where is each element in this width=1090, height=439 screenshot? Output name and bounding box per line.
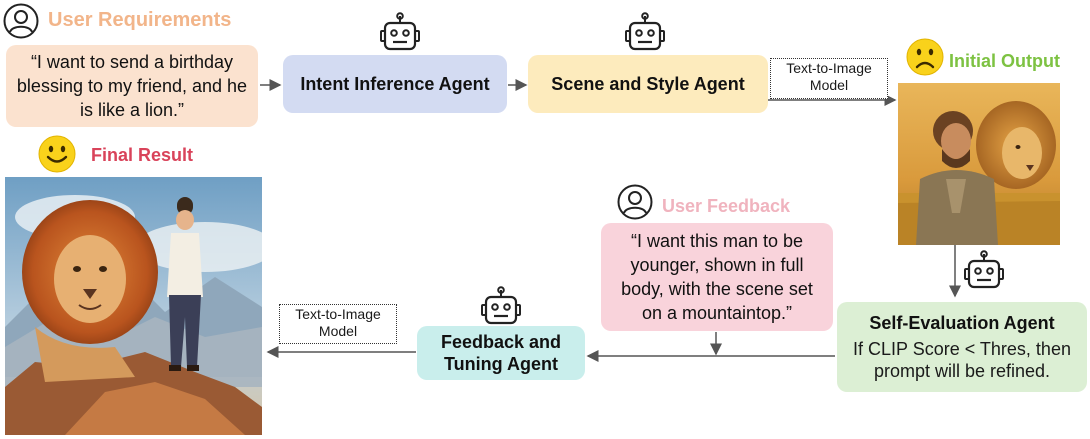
self-evaluation-agent-body: If CLIP Score < Thres, then prompt will … bbox=[853, 338, 1071, 381]
intent-inference-agent-label: Intent Inference Agent bbox=[300, 73, 490, 94]
user-requirements-title: User Requirements bbox=[48, 9, 232, 31]
final-result-title: Final Result bbox=[91, 145, 194, 165]
robot-icon-scene bbox=[625, 12, 665, 54]
user-requirements-box: “I want to send a birthday blessing to m… bbox=[6, 45, 258, 127]
sad-face-icon bbox=[905, 37, 945, 77]
robot-icon-intent bbox=[380, 12, 420, 54]
intent-inference-agent-box: Intent Inference Agent bbox=[283, 55, 507, 113]
feedback-tuning-agent-label: Feedback and Tuning Agent bbox=[440, 332, 562, 374]
initial-output-image bbox=[898, 83, 1060, 245]
initial-output-title: Initial Output bbox=[949, 51, 1060, 71]
final-result-image bbox=[5, 177, 262, 435]
user-feedback-quote: “I want this man to be younger, shown in… bbox=[621, 231, 813, 323]
text-to-image-model-bottom: Text-to-Image Model bbox=[279, 304, 397, 344]
user-icon bbox=[3, 3, 39, 39]
user-feedback-icon bbox=[617, 184, 653, 220]
user-feedback-title: User Feedback bbox=[662, 196, 791, 216]
feedback-tuning-agent-box: Feedback and Tuning Agent bbox=[417, 326, 585, 380]
text-to-image-model-top: Text-to-Image Model bbox=[770, 58, 888, 99]
self-evaluation-agent-box: Self-Evaluation Agent If CLIP Score < Th… bbox=[837, 302, 1087, 392]
self-evaluation-agent-title: Self-Evaluation Agent bbox=[869, 312, 1055, 333]
robot-icon-tuning bbox=[481, 286, 521, 328]
robot-icon-selfeval bbox=[964, 250, 1004, 292]
happy-face-icon bbox=[37, 134, 77, 174]
user-requirements-quote: “I want to send a birthday blessing to m… bbox=[16, 52, 248, 120]
scene-style-agent-box: Scene and Style Agent bbox=[528, 55, 768, 113]
scene-style-agent-label: Scene and Style Agent bbox=[551, 73, 745, 94]
user-feedback-box: “I want this man to be younger, shown in… bbox=[601, 223, 833, 331]
